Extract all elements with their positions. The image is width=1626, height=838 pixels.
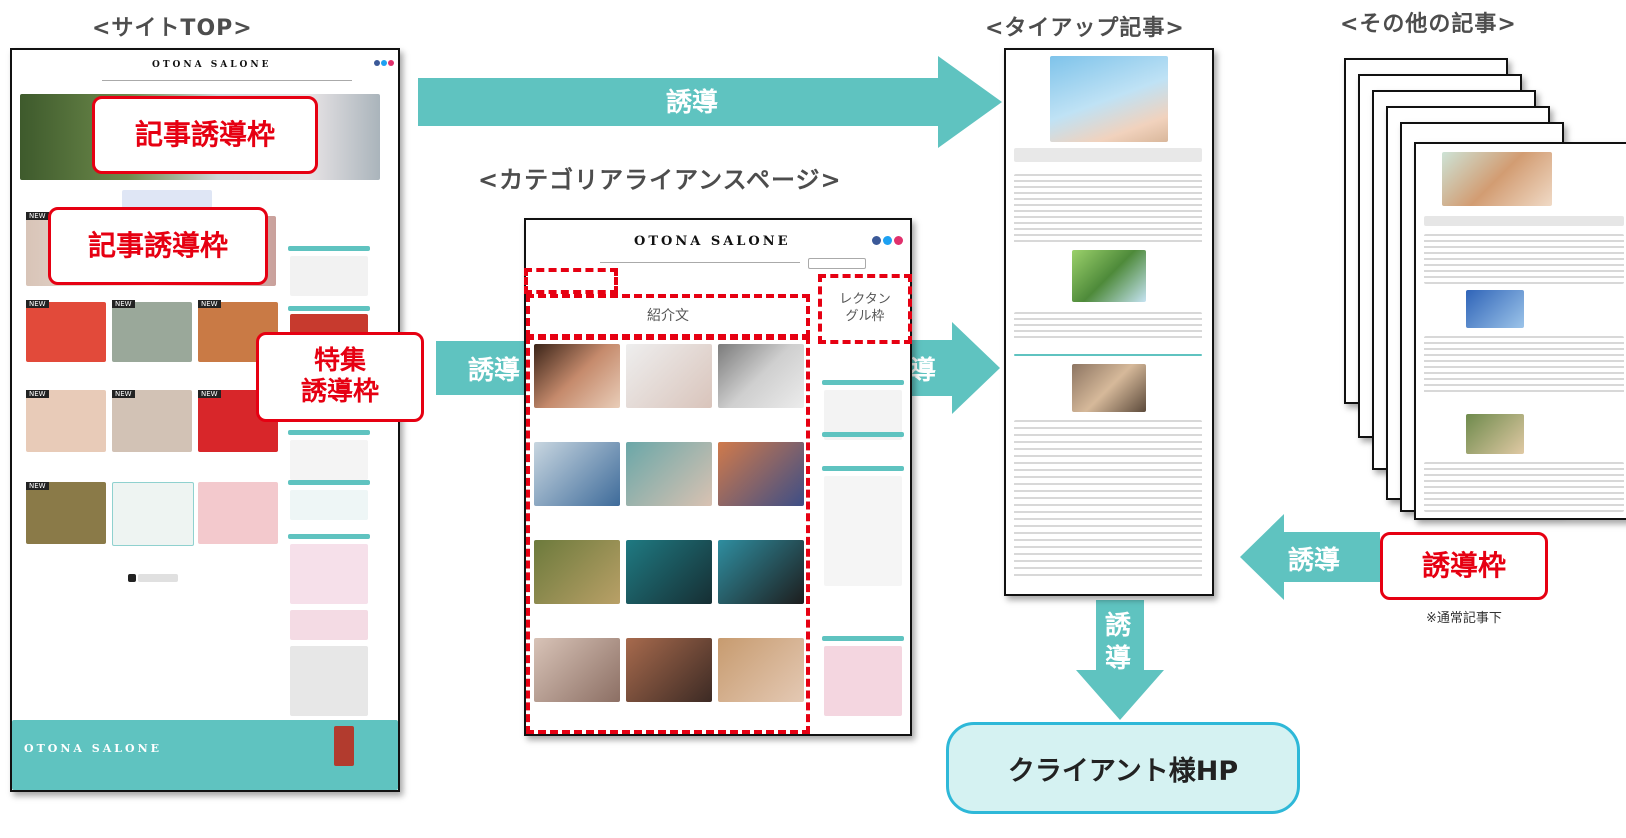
tieup-article-screenshot xyxy=(1004,48,1214,596)
new-badge: NEW xyxy=(26,300,49,308)
new-badge: NEW xyxy=(198,390,221,398)
new-badge: NEW xyxy=(198,300,221,308)
other-article-front xyxy=(1414,142,1626,520)
arrow-down xyxy=(1076,600,1164,720)
heading-other-articles: <その他の記事> xyxy=(1340,12,1517,37)
arrow-from-other xyxy=(1240,514,1380,600)
arrow-top-label: 誘導 xyxy=(666,88,719,118)
arrow-top xyxy=(418,56,1002,148)
footer-logo: OTONA SALONE xyxy=(24,742,163,755)
social-icons xyxy=(872,236,904,246)
heading-tieup: <タイアップ記事> xyxy=(985,16,1185,41)
frame-title xyxy=(524,268,618,294)
arrow-down-label: 誘 導 xyxy=(1105,611,1132,674)
callout-guide-frame: 誘導枠 xyxy=(1380,532,1548,600)
arrow-mid-left-label: 誘導 xyxy=(468,356,521,386)
site-footer xyxy=(12,720,398,790)
new-badge: NEW xyxy=(112,300,135,308)
intro-text-label: 紹介文 xyxy=(647,308,689,324)
new-badge: NEW xyxy=(26,390,49,398)
frame-rectangle-ad xyxy=(818,274,912,344)
heading-category-page: <カテゴリアライアンスページ> xyxy=(478,166,842,194)
new-badge: NEW xyxy=(112,390,135,398)
new-badge: NEW xyxy=(26,212,49,220)
rectangle-ad-label: レクタン グル枠 xyxy=(839,292,891,324)
heading-site-top: <サイトTOP> xyxy=(92,16,253,41)
callout-feature-frame: 特集 誘導枠 xyxy=(256,332,424,422)
category-logo: OTONA SALONE xyxy=(634,234,791,249)
arrow-from-other-label: 誘導 xyxy=(1288,546,1341,576)
category-page-screenshot: OTONA SALONE xyxy=(524,218,912,736)
callout-article-frame-1: 記事誘導枠 xyxy=(92,96,318,174)
new-badge: NEW xyxy=(26,482,49,490)
callout-article-frame-2: 記事誘導枠 xyxy=(48,207,268,285)
site-top-logo: OTONA SALONE xyxy=(152,60,272,70)
frame-article-list xyxy=(526,336,810,734)
note-normal-article: ※通常記事下 xyxy=(1426,611,1502,626)
social-icons xyxy=(374,60,394,68)
client-hp-box[interactable]: クライアント様HP xyxy=(946,722,1300,814)
